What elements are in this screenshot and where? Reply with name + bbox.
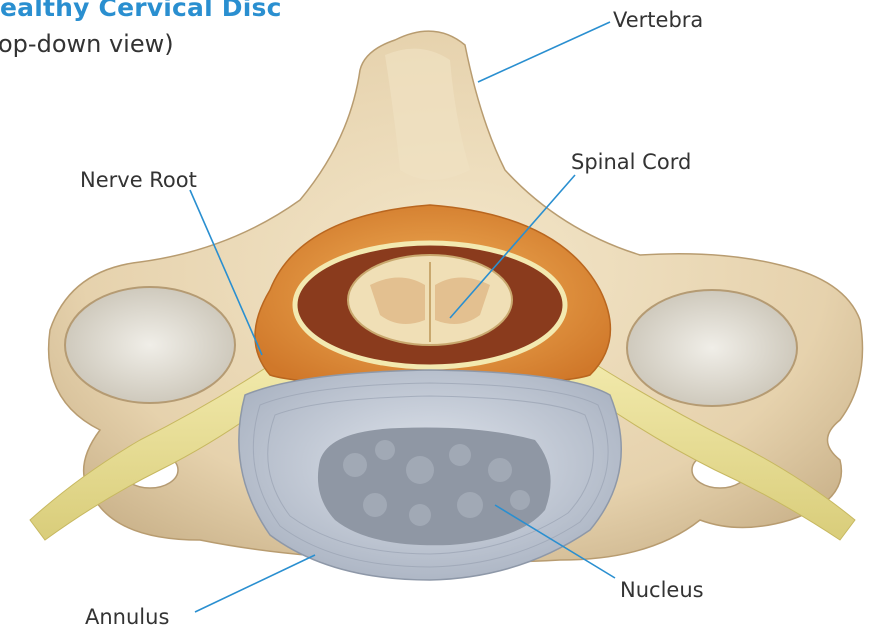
- right-facet: [627, 290, 797, 406]
- label-nucleus: Nucleus: [620, 578, 704, 602]
- label-annulus: Annulus: [85, 605, 169, 629]
- diagram-subtitle: op-down view): [0, 30, 174, 58]
- leader-vertebra: [478, 22, 610, 82]
- left-facet: [65, 287, 235, 403]
- label-nerve-root: Nerve Root: [80, 168, 197, 192]
- diagram-title: ealthy Cervical Disc: [0, 0, 282, 22]
- leader-annulus: [195, 555, 315, 612]
- label-spinal-cord: Spinal Cord: [571, 150, 691, 174]
- nucleus: [318, 428, 551, 546]
- label-vertebra: Vertebra: [613, 8, 703, 32]
